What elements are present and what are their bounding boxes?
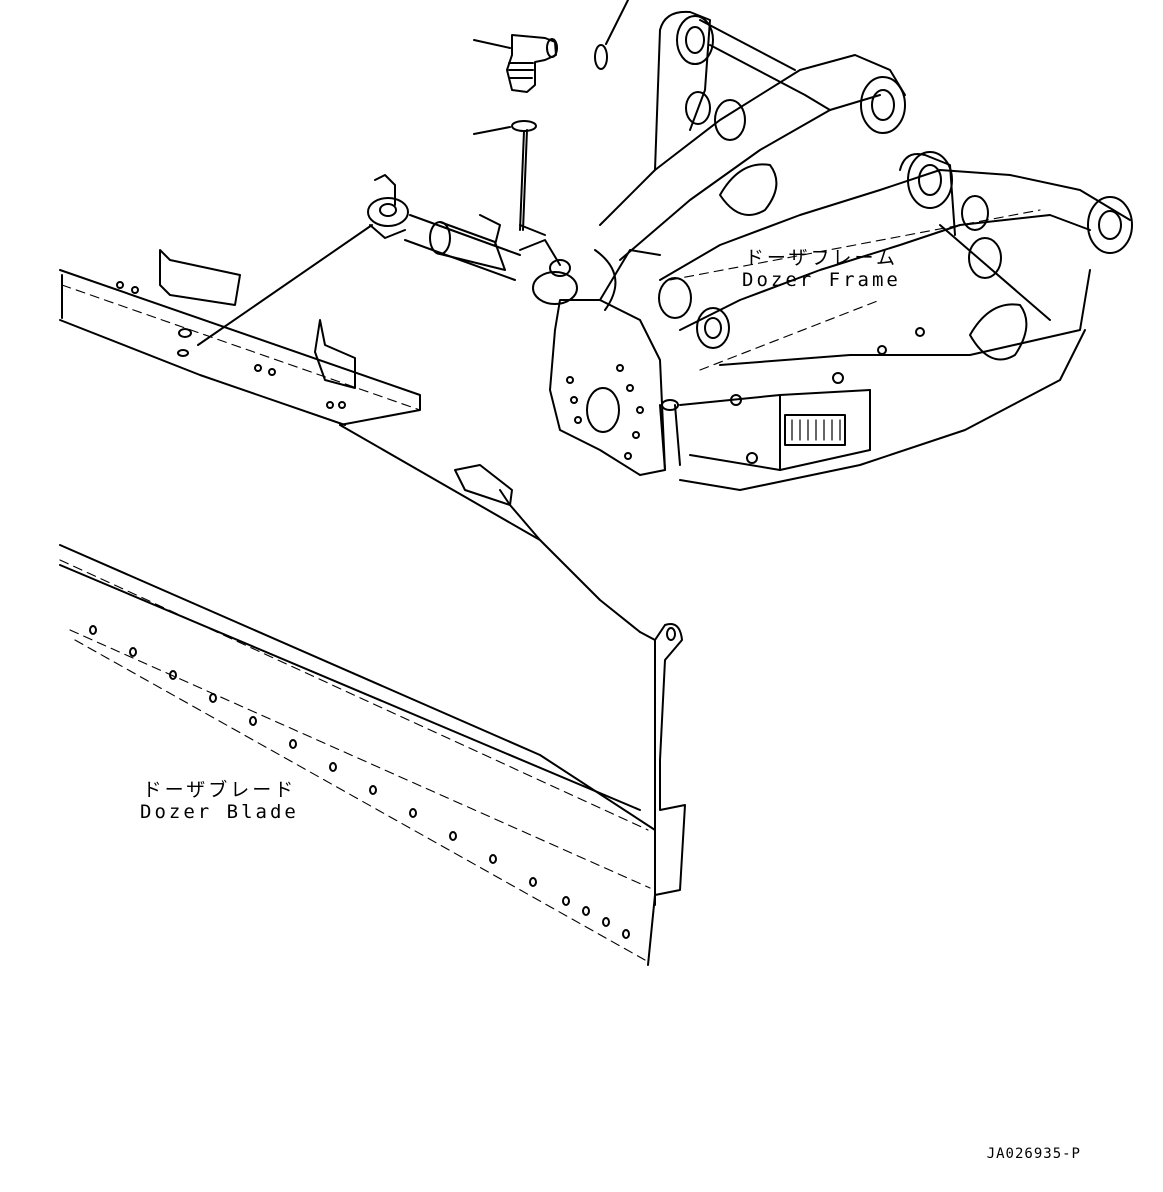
elbow-fitting-drawing	[197, 0, 629, 346]
dozer-frame-drawing	[549, 10, 1133, 491]
drawing-code: JA026935-P	[986, 1146, 1081, 1162]
dozer-frame-label: ドーザフレーム Dozer Frame	[742, 247, 901, 291]
dozer-frame-label-ja: ドーザフレーム	[744, 247, 898, 269]
dozer-frame-label-en: Dozer Frame	[742, 269, 901, 291]
dozer-blade-label-ja: ドーザブレード	[142, 779, 297, 801]
dozer-blade-label-en: Dozer Blade	[140, 801, 299, 823]
hydraulic-cylinder-drawing	[367, 174, 617, 311]
dozer-blade-label: ドーザブレード Dozer Blade	[140, 779, 299, 823]
dozer-blade-drawing	[59, 249, 686, 966]
cutting-edge-bolt-holes	[89, 625, 630, 939]
